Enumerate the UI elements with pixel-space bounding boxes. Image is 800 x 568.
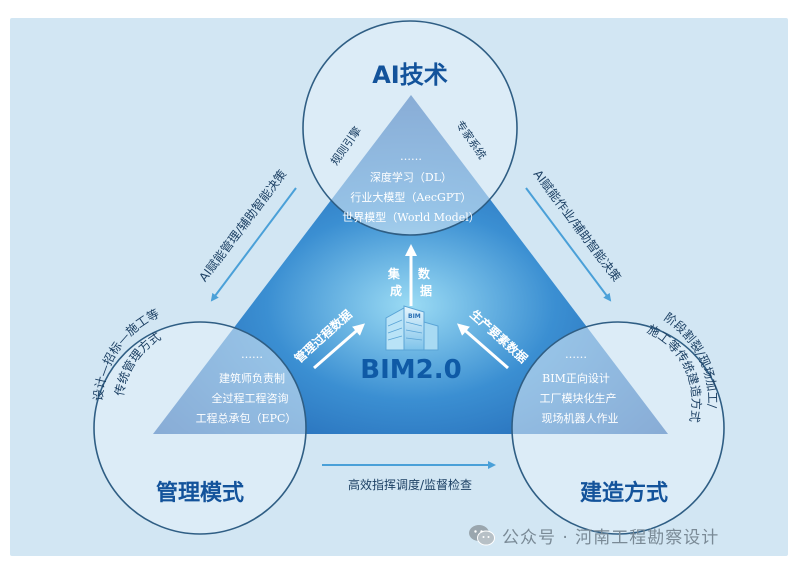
- ai-item-1: 深度学习（DL）: [370, 170, 452, 184]
- integration-col1-char: 集: [387, 266, 401, 281]
- bottom-edge-label: 高效指挥调度/监督检查: [348, 477, 472, 492]
- construction-item-1: BIM正向设计: [542, 371, 610, 385]
- construction-item-3: 现场机器人作业: [542, 411, 619, 425]
- construction-title: 建造方式: [580, 480, 668, 506]
- construction-circle: [511, 321, 725, 535]
- integration-col2-char: 据: [420, 283, 432, 298]
- construction-item-2: 工厂模块化生产: [540, 391, 617, 405]
- building-icon: BIM: [385, 305, 439, 351]
- ai-circle: [302, 20, 518, 236]
- right-edge-arrow: [525, 187, 612, 302]
- center-label: BIM2.0: [360, 355, 461, 385]
- integration-col2-char: 数: [418, 266, 431, 281]
- management-title: 管理模式: [156, 480, 244, 506]
- construction-ellipsis: ……: [565, 348, 587, 361]
- ai-item-3: 世界模型（World Model）: [342, 210, 479, 224]
- management-circle: [93, 321, 307, 535]
- watermark: 公众号 · 河南工程勘察设计: [468, 520, 719, 550]
- ai-title: AI技术: [372, 61, 448, 89]
- management-data-arrow: [313, 323, 366, 370]
- left-edge-arrow: [210, 187, 297, 302]
- production-data-arrow: [456, 323, 509, 370]
- ai-ellipsis: ……: [400, 150, 422, 163]
- integration-label-col2: 数 据: [418, 266, 434, 298]
- integration-col1-char: 成: [390, 283, 402, 298]
- watermark-text: 公众号 · 河南工程勘察设计: [502, 527, 720, 548]
- management-ellipsis: ……: [241, 348, 263, 361]
- integration-label-col1: 集 成: [387, 266, 404, 298]
- management-item-3: 工程总承包（EPC）: [196, 411, 297, 425]
- svg-text:BIM: BIM: [408, 313, 421, 320]
- wechat-icon: [469, 525, 495, 546]
- management-item-2: 全过程工程咨询: [212, 391, 289, 405]
- ai-item-2: 行业大模型（AecGPT）: [350, 190, 471, 204]
- management-item-1: 建筑师负责制: [219, 371, 285, 385]
